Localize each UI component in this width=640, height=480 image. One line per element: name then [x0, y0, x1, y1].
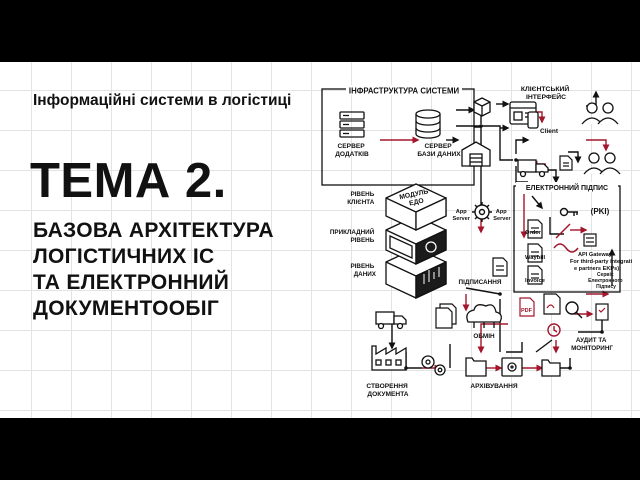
data-layer-label-2: ДАНИХ — [354, 271, 377, 278]
magnifier-icon — [565, 301, 583, 319]
user-group-icon — [581, 102, 619, 125]
svg-text:Сервіс Електронного: Сервіс Електронного Підпису — [588, 272, 624, 290]
invoice-document-icon — [527, 265, 543, 285]
svg-text:App Server App: App Server App Server — [453, 209, 512, 222]
archiving-label: АРХІВУВАННЯ — [470, 383, 517, 390]
app-server-left-1: App — [456, 209, 467, 215]
client-layer-label-2: КЛІЄНТА — [347, 199, 374, 206]
waybill-label: Waybill — [525, 255, 545, 261]
client-label: Client — [540, 128, 559, 135]
edo-module-label-2: ЕДО — [409, 197, 425, 207]
svg-text:API Gateway For third-pa: API Gateway For third-party integrati e … — [570, 252, 634, 272]
db-server-label-2: БАЗИ ДАНИХ — [417, 151, 461, 158]
heading-line-3: ТА ЕЛЕКТРОННИЙ — [33, 271, 230, 294]
e-sign-service-1: Сервіс — [597, 272, 614, 278]
cloud-icon — [466, 304, 502, 328]
applied-layer-label-2: РІВЕНЬ — [350, 237, 374, 244]
warehouse-icon — [461, 141, 491, 167]
document-icon — [559, 155, 573, 171]
truck-icon — [517, 159, 549, 178]
pki-label: (PKI) — [591, 207, 610, 216]
svg-text:КЛІЄНТСЬКИЙ ІНТЕРФЕЙС: КЛІЄНТСЬКИЙ ІНТЕРФЕЙС — [521, 84, 571, 101]
safe-icon — [501, 357, 523, 377]
db-server-label-1: СЕРВЕР — [425, 143, 453, 150]
e-sign-service-3: Підпису — [596, 284, 616, 290]
svg-text:РІВЕНЬ КЛІЄНТА ПРИ: РІВЕНЬ КЛІЄНТА ПРИКЛАДНИЙ РІВЕНЬ РІВЕНЬ … — [330, 191, 377, 278]
topic-number: ТЕМА 2. — [30, 154, 227, 208]
phone-icon — [527, 111, 539, 129]
course-subtitle: Інформаційні системи в логістиці — [33, 92, 292, 109]
signing-document-icon — [492, 257, 508, 277]
svg-text:СЕРВЕР БАЗИ ДАНИХ: СЕРВЕР БАЗИ ДАНИХ — [417, 143, 461, 158]
checklist-icon — [595, 303, 609, 321]
heading-line-4: ДОКУМЕНТООБІГ — [33, 297, 220, 320]
e-sign-service-2: Електронного — [588, 278, 622, 284]
database-icon — [415, 109, 441, 139]
order-label: Order — [525, 230, 542, 236]
app-server-left-2: Server — [453, 216, 471, 222]
signature-pen-icon — [553, 223, 579, 253]
app-server-right-1: App — [496, 209, 507, 215]
factory-icon — [371, 345, 407, 371]
app-server-icon — [339, 111, 365, 138]
client-interface-label-2: ІНТЕРФЕЙС — [526, 92, 566, 101]
creation-label-1: СТВОРЕННЯ — [366, 383, 408, 390]
data-layer-label-1: РІВЕНЬ — [350, 263, 374, 270]
svg-text:АУДИТ ТА МОНІТОРИНГ: АУДИТ ТА МОНІТОРИНГ — [571, 337, 613, 352]
waybill-document-icon — [527, 243, 543, 263]
signed-document-icon — [543, 293, 561, 315]
user-group-icon-2 — [583, 152, 621, 175]
archive-folder-icon — [541, 359, 561, 377]
api-gateway-note-2: e partners EKPs) — [574, 266, 619, 272]
invoice-label: Invoice — [525, 278, 546, 284]
api-gateway-icon — [583, 233, 597, 247]
gear-icon — [472, 202, 492, 222]
delivery-truck-icon — [375, 311, 407, 330]
package-icon — [473, 97, 491, 117]
architecture-diagram: ІНФРАСТРУКТУРА СИСТЕМИ СЕРВЕР ДОДАТКІВ С… — [321, 84, 634, 398]
folder-icon — [465, 357, 487, 377]
pdf-label: PDF — [521, 308, 533, 314]
heading-line-1: БАЗОВА АРХІТЕКТУРА — [33, 219, 274, 242]
api-gateway-note-1: For third-party integrati — [570, 259, 633, 265]
applied-layer-label-1: ПРИКЛАДНИЙ — [330, 227, 375, 236]
pdf-icon — [519, 297, 535, 317]
client-layer-label-1: РІВЕНЬ — [350, 191, 374, 198]
client-interface-label-1: КЛІЄНТСЬКИЙ — [521, 84, 570, 93]
e-signature-label: ЕЛЕКТРОННИЙ ПІДПИС — [526, 183, 608, 192]
heading-line-2: ЛОГІСТИЧНИХ ІС — [33, 245, 215, 268]
history-icon — [547, 323, 561, 337]
api-gateway-label: API Gateway — [578, 252, 613, 258]
audit-label-2: МОНІТОРИНГ — [571, 345, 613, 352]
order-document-icon — [527, 219, 543, 239]
topic-heading: БАЗОВА АРХІТЕКТУРА ЛОГІСТИЧНИХ ІС ТА ЕЛЕ… — [33, 218, 274, 322]
documents-stack-icon — [435, 303, 457, 329]
exchange-label: ОБМІН — [473, 333, 495, 340]
audit-label-1: АУДИТ ТА — [576, 337, 607, 344]
app-server-label-1: СЕРВЕР — [338, 143, 366, 150]
svg-text:СТВОРЕННЯ ДОКУМЕНТА: СТВОРЕННЯ ДОКУМЕНТА — [366, 383, 409, 398]
layer-stack — [385, 183, 447, 300]
key-icon — [559, 207, 578, 217]
slide: Інформаційні системи в логістиці ТЕМА 2.… — [0, 62, 640, 418]
creation-label-2: ДОКУМЕНТА — [367, 391, 408, 398]
app-server-right-2: Server — [493, 216, 511, 222]
infrastructure-label: ІНФРАСТРУКТУРА СИСТЕМИ — [349, 87, 460, 96]
svg-text:СЕРВЕР ДОДАТКІВ: СЕРВЕР ДОДАТКІВ — [335, 143, 369, 158]
app-server-label-2: ДОДАТКІВ — [335, 151, 369, 158]
signing-label: ПІДПИСАННЯ — [458, 279, 501, 286]
process-gears-icon — [421, 355, 446, 376]
